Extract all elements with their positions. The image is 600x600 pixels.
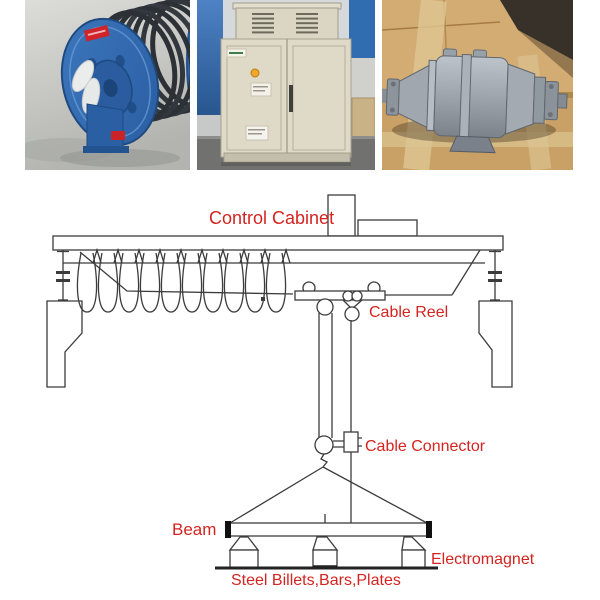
blue-equipment-right	[349, 0, 375, 58]
support-column-right	[478, 300, 513, 388]
vent-grille	[252, 13, 318, 34]
mounting-foot	[449, 135, 496, 154]
label-control-cabinet: Control Cabinet	[209, 208, 334, 228]
label-cable-connector: Cable Connector	[365, 438, 486, 455]
electromagnet-1	[228, 536, 260, 569]
cabinet-base	[223, 152, 351, 163]
lower-pulley	[314, 435, 334, 455]
reel-base	[86, 103, 124, 153]
spec-label	[250, 82, 272, 97]
cable-connector-image	[382, 0, 573, 170]
blue-equipment-left	[197, 0, 223, 115]
cabinet-body	[220, 38, 352, 158]
electromagnet-3	[401, 536, 427, 569]
label-cable-reel: Cable Reel	[369, 304, 448, 321]
frame-slant	[451, 249, 481, 296]
hanging-cable-pair	[318, 313, 333, 438]
right-hanger-bracket	[488, 250, 502, 301]
cable-connector-box	[343, 431, 359, 453]
right-cone	[505, 63, 536, 135]
control-cabinet-photo	[197, 0, 375, 170]
connector-device	[382, 48, 568, 154]
beam-end-cap	[225, 521, 231, 538]
control-cabinet-image	[197, 0, 375, 170]
towed-cable	[79, 251, 294, 295]
cabinet-box-tall	[327, 194, 356, 237]
reel-shadow	[60, 149, 180, 167]
cable-pulley	[316, 298, 334, 316]
trolley-bar	[294, 290, 386, 301]
left-hanger-bracket	[56, 250, 70, 301]
cable-trolley	[294, 281, 386, 322]
festoon-cable-loops	[76, 252, 287, 313]
dark-corner	[500, 0, 573, 60]
cabinet-box-short	[357, 219, 418, 237]
crane-girder	[52, 235, 504, 251]
lifting-beam	[229, 522, 428, 537]
cable-connector-photo	[382, 0, 573, 170]
label-electromagnet: Electromagnet	[431, 551, 535, 568]
left-door-panel	[226, 45, 282, 151]
sling-lines	[229, 466, 428, 524]
cabinet-top-box	[235, 7, 339, 40]
cable-reel-pulley	[344, 306, 360, 322]
installation-diagram: Control Cabinet Cable Reel Cable Connect…	[46, 194, 535, 589]
cable-reel-photo	[25, 0, 190, 170]
door-handle	[289, 85, 293, 112]
label-beam: Beam	[172, 520, 216, 539]
support-column-left	[46, 300, 83, 388]
festoon-peaks	[92, 247, 291, 264]
hook	[320, 453, 329, 468]
beam-end-cap	[426, 521, 432, 538]
cable-reel-image	[25, 0, 190, 170]
red-label-small	[111, 131, 125, 140]
label-steel-billets: Steel Billets,Bars,Plates	[231, 572, 401, 589]
indicator-lamp	[250, 68, 260, 78]
electromagnet-2	[312, 536, 339, 569]
